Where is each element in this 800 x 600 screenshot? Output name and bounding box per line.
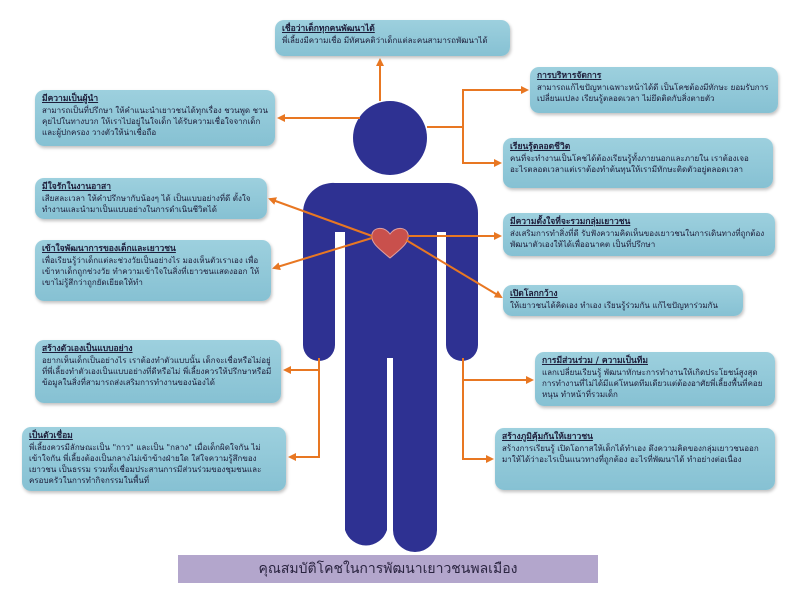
box-connector: เป็นตัวเชื่อมพี่เลี้ยงควรมีลักษณะเป็น "ก… xyxy=(22,427,286,491)
box-youth-immunity: สร้างภูมิคุ้มกันให้เยาวชนสร้างการเรียนรู… xyxy=(495,428,775,490)
person-figure xyxy=(302,101,478,552)
box-gather-youth: มีความตั้งใจที่จะรวมกลุ่มเยาวชนส่งเสริมก… xyxy=(503,213,775,256)
box-understand-development: เข้าใจพัฒนาการของเด็กและเยาวชนเพื่อเรียน… xyxy=(35,240,271,301)
box-believe-all-children: เชื่อว่าเด็กทุกคนพัฒนาได้พี่เลี้ยงมีความ… xyxy=(275,20,510,56)
body xyxy=(302,182,478,552)
box-participation-teamwork: การมีส่วนร่วม / ความเป็นทีมแลกเปลี่ยนเรี… xyxy=(535,352,775,406)
box-volunteer-spirit: มีใจรักในงานอาสาเสียสละเวลา ให้คำปรึกษาก… xyxy=(35,178,267,219)
box-management: การบริหารจัดการสามารถแก้ไขปัญหาเฉพาะหน้า… xyxy=(530,67,778,113)
box-leadership: มีความเป็นผู้นำสามารถเป็นที่ปรึกษา ให้คำ… xyxy=(35,90,275,146)
box-open-world: เปิดโลกกว้างให้เยาวชนได้คิดเอง ทำเอง เรี… xyxy=(503,285,743,316)
connector-arrows xyxy=(268,58,534,463)
head xyxy=(353,101,427,175)
diagram-title: คุณสมบัติโคชในการพัฒนาเยาวชนพลเมือง xyxy=(178,555,598,583)
box-role-model: สร้างตัวเองเป็นแบบอย่างอยากเห็นเด็กเป็นอ… xyxy=(35,340,281,403)
box-lifelong-learning: เรียนรู้ตลอดชีวิตคนที่จะทำงานเป็นโคชได้ต… xyxy=(503,138,773,188)
